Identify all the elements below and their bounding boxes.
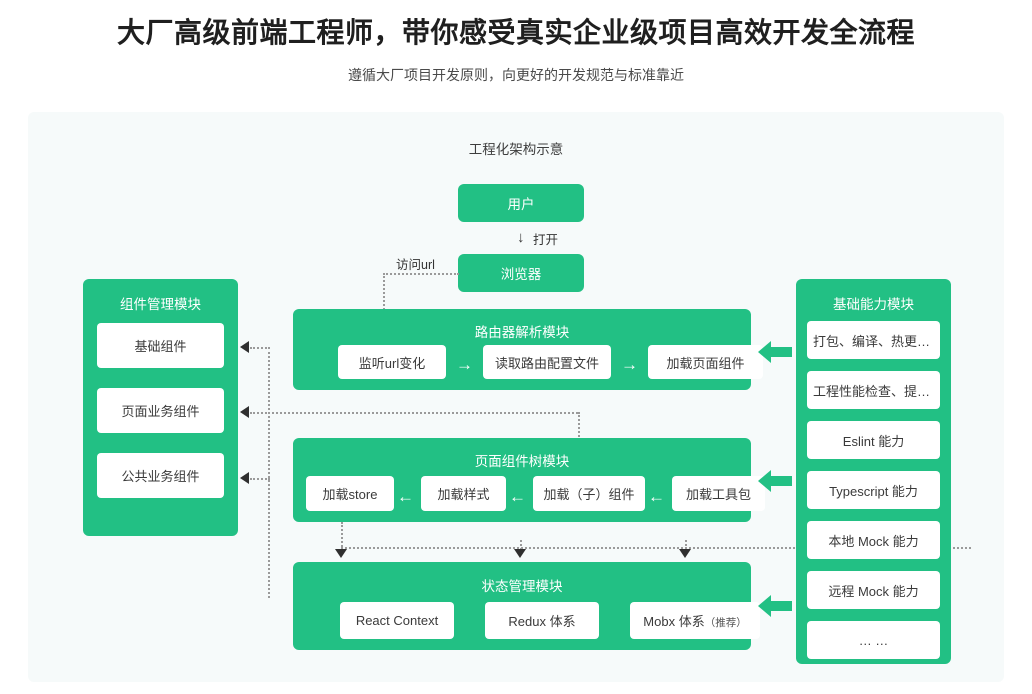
capability-arrow-0-icon [758, 341, 792, 363]
state-item-2[interactable]: Mobx 体系（推荐） [630, 602, 760, 639]
user-box[interactable]: 用户 [458, 184, 584, 222]
component-bus-arrow-1 [240, 406, 249, 418]
page-tree-item-3[interactable]: 加载工具包 [672, 476, 765, 511]
router-connector-1-icon: → [621, 355, 638, 374]
browser-box[interactable]: 浏览器 [458, 254, 584, 292]
state-item-2-label: Mobx 体系 [643, 614, 705, 629]
page-tree-item-0[interactable]: 加载store [306, 476, 394, 511]
capability-item-6[interactable]: … … [807, 621, 940, 659]
state-branch-2-arrow [679, 549, 691, 558]
state-module: 状态管理模块 React Context Redux 体系 Mobx 体系（推荐… [293, 562, 760, 650]
page-tree-item-2[interactable]: 加载（子）组件 [533, 476, 645, 511]
capability-item-5[interactable]: 远程 Mock 能力 [807, 571, 940, 609]
state-branch-1-arrow [514, 549, 526, 558]
diagram-caption: 工程化架构示意 [468, 142, 564, 157]
page-tree-module-title: 页面组件树模块 [474, 454, 570, 469]
component-bus-branch-1 [250, 412, 270, 414]
component-item-1[interactable]: 页面业务组件 [97, 388, 224, 433]
component-bus-arrow-2 [240, 472, 249, 484]
capability-arrow-2-icon [758, 595, 792, 617]
state-bus-horizontal [341, 547, 971, 549]
capability-item-2[interactable]: Eslint 能力 [807, 421, 940, 459]
component-bus-branch-2 [250, 478, 270, 480]
router-module: 路由器解析模块 监听url变化 → 读取路由配置文件 → 加载页面组件 [293, 309, 763, 390]
page-tree-item-1[interactable]: 加载样式 [421, 476, 506, 511]
capability-module: 基础能力模块 打包、编译、热更新… 工程性能检查、提升… Eslint 能力 T… [796, 279, 951, 664]
router-module-title: 路由器解析模块 [474, 325, 570, 340]
state-item-2-note: （推荐） [704, 617, 747, 629]
capability-item-1[interactable]: 工程性能检查、提升… [807, 371, 940, 409]
page-tree-connector-0-icon: ← [397, 487, 414, 506]
component-item-2[interactable]: 公共业务组件 [97, 453, 224, 498]
state-item-0[interactable]: React Context [340, 602, 454, 639]
connector-subcomponent-to-components [268, 412, 578, 414]
capability-item-0[interactable]: 打包、编译、热更新… [807, 321, 940, 359]
component-module: 组件管理模块 基础组件 页面业务组件 公共业务组件 [83, 279, 238, 536]
visit-url-label: 访问url [396, 258, 435, 272]
component-bus-branch-0 [250, 347, 270, 349]
state-branch-0-v [341, 522, 343, 550]
page-tree-connector-1-icon: ← [509, 487, 526, 506]
open-arrow-icon: ↓ [517, 229, 525, 246]
capability-item-3[interactable]: Typescript 能力 [807, 471, 940, 509]
capability-item-4[interactable]: 本地 Mock 能力 [807, 521, 940, 559]
router-connector-0-icon: → [456, 355, 473, 374]
component-module-title: 组件管理模块 [120, 297, 201, 312]
capability-arrow-1-icon [758, 470, 792, 492]
page-title: 大厂高级前端工程师，带你感受真实企业级项目高效开发全流程 [116, 17, 915, 48]
state-branch-1-v [520, 540, 522, 550]
page-subtitle: 遵循大厂项目开发原则，向更好的开发规范与标准靠近 [348, 66, 684, 83]
user-box-label: 用户 [507, 197, 535, 212]
capability-module-title: 基础能力模块 [833, 297, 914, 312]
connector-browser-to-router-v [383, 273, 385, 341]
state-item-1[interactable]: Redux 体系 [485, 602, 599, 639]
component-bus-arrow-0 [240, 341, 249, 353]
router-item-2[interactable]: 加载页面组件 [648, 345, 763, 379]
state-branch-2-v [685, 540, 687, 550]
browser-box-label: 浏览器 [500, 267, 542, 282]
page-header: 大厂高级前端工程师，带你感受真实企业级项目高效开发全流程 遵循大厂项目开发原则，… [0, 0, 1032, 85]
open-label: 打开 [533, 233, 559, 247]
connector-browser-to-router-h [383, 273, 459, 275]
page-tree-module: 页面组件树模块 加载store ← 加载样式 ← 加载（子）组件 ← 加载工具包 [293, 438, 765, 522]
component-bus-vertical [268, 347, 270, 598]
router-item-0[interactable]: 监听url变化 [338, 345, 446, 379]
component-item-0[interactable]: 基础组件 [97, 323, 224, 368]
state-module-title: 状态管理模块 [481, 579, 563, 594]
state-branch-0-arrow [335, 549, 347, 558]
router-item-1[interactable]: 读取路由配置文件 [483, 345, 611, 379]
diagram-card: 工程化架构示意 用户 ↓ 打开 浏览器 访问url 组件管理模块 基础组件 页面… [28, 112, 1004, 682]
page-tree-connector-2-icon: ← [648, 487, 665, 506]
